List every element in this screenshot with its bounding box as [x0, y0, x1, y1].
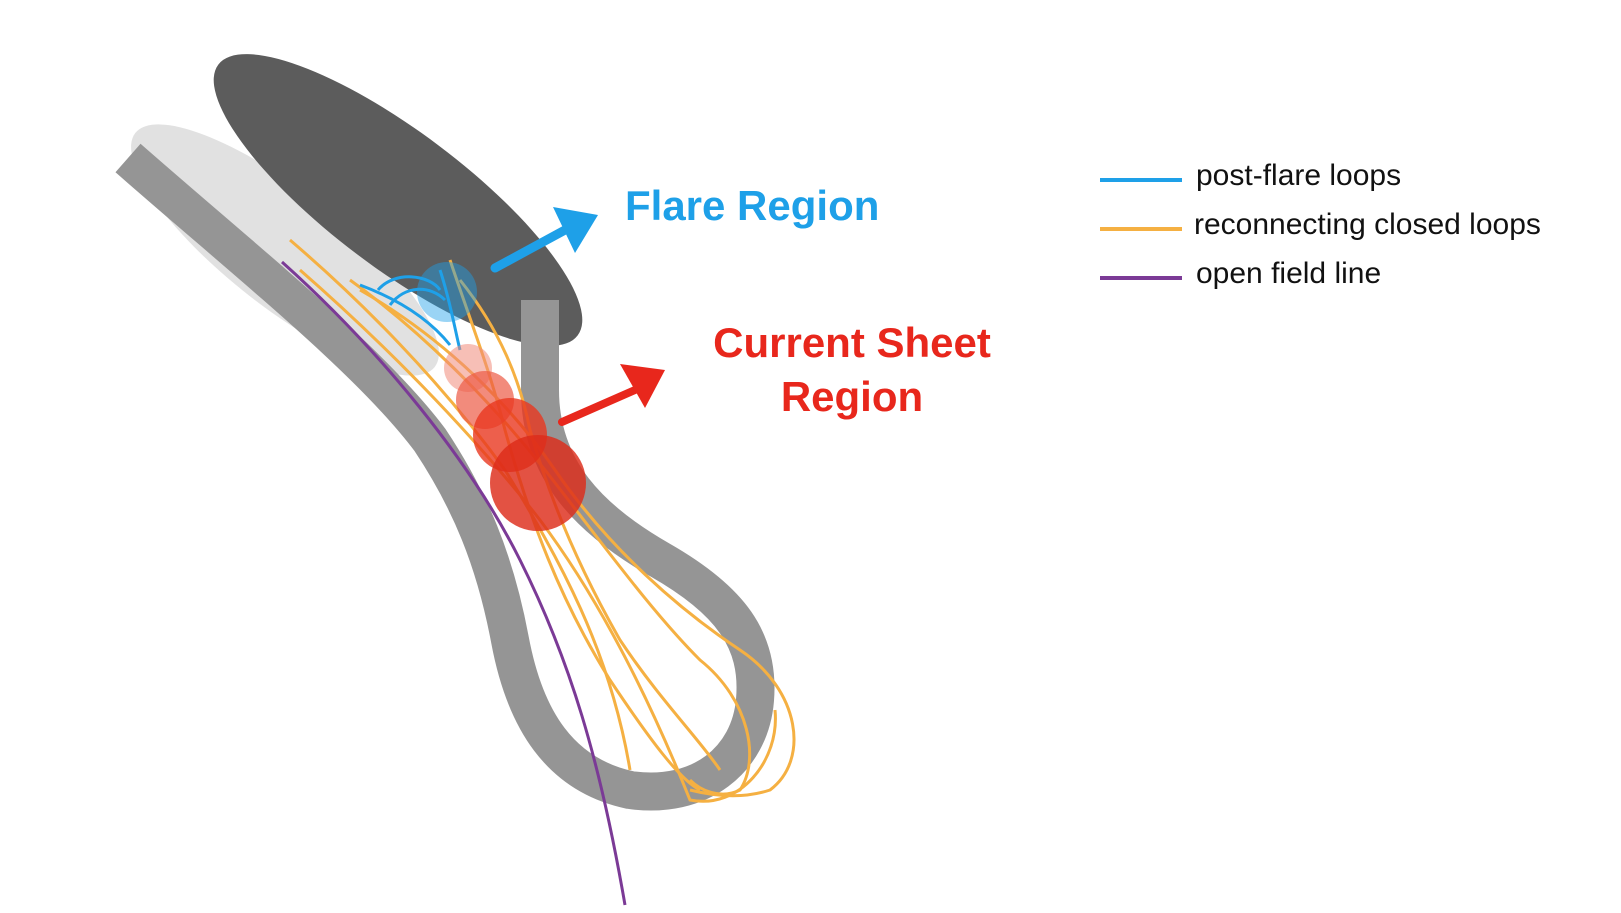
dark-lobe: [213, 54, 583, 346]
open-field-line: [280, 260, 627, 906]
legend-label-post-flare: post-flare loops: [1196, 159, 1401, 192]
light-lobe: [131, 124, 439, 376]
legend: post-flare loops reconnecting closed loo…: [1100, 159, 1541, 290]
flare-region-label: Flare Region: [625, 182, 879, 229]
legend-label-closed-loops: reconnecting closed loops: [1194, 208, 1541, 241]
current-sheet-label-line1: Current Sheet: [713, 319, 991, 366]
current-sheet-arrow: [558, 364, 665, 426]
current-sheet-plasmoids: [444, 344, 586, 531]
flare-arrow: [490, 207, 598, 273]
legend-label-open-field: open field line: [1196, 257, 1381, 290]
flare-blob: [417, 262, 477, 322]
flux-band: [115, 143, 775, 811]
current-sheet-label-line2: Region: [781, 373, 923, 420]
post-flare-loops: [359, 269, 462, 351]
